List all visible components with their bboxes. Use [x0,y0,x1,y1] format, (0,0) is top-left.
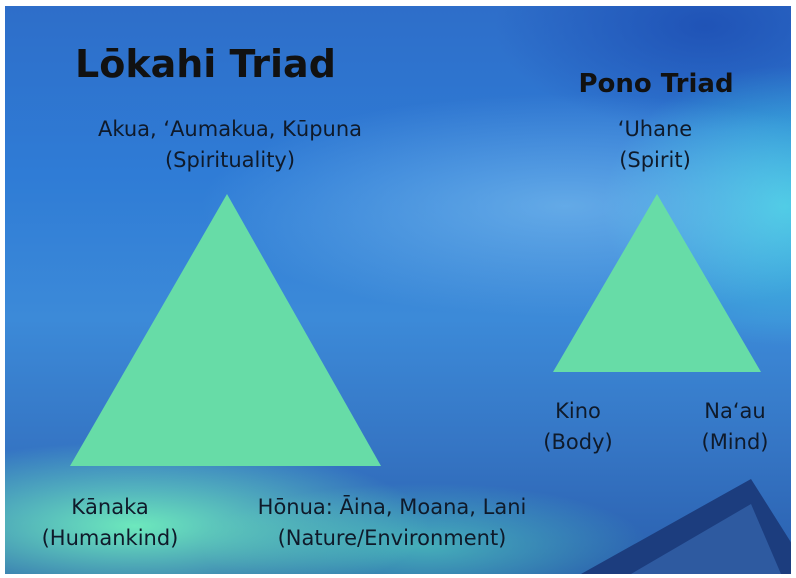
lokahi-right-line1: Hōnua: Āina, Moana, Lani [217,492,567,523]
lokahi-top-label: Akua, ‘Aumakua, Kūpuna (Spirituality) [45,114,415,176]
lokahi-left-line1: Kānaka [15,492,205,523]
pono-left-label: Kino (Body) [523,396,633,458]
pono-top-line2: (Spirit) [585,145,725,176]
lokahi-right-line2: (Nature/Environment) [217,523,567,554]
pono-top-label: ‘Uhane (Spirit) [585,114,725,176]
pono-right-line1: Na‘au [685,396,785,427]
lokahi-top-line1: Akua, ‘Aumakua, Kūpuna [45,114,415,145]
pono-triangle [553,194,761,372]
lokahi-top-line2: (Spirituality) [45,145,415,176]
lokahi-left-label: Kānaka (Humankind) [15,492,205,554]
pono-left-line2: (Body) [523,427,633,458]
pono-title: Pono Triad [561,69,751,99]
pono-left-line1: Kino [523,396,633,427]
lokahi-title: Lōkahi Triad [75,42,336,86]
pono-right-label: Na‘au (Mind) [685,396,785,458]
lokahi-right-label: Hōnua: Āina, Moana, Lani (Nature/Environ… [217,492,567,554]
lokahi-triangle [70,194,381,466]
diagram-canvas: Lōkahi Triad Akua, ‘Aumakua, Kūpuna (Spi… [5,6,791,574]
pono-right-line2: (Mind) [685,427,785,458]
pono-top-line1: ‘Uhane [585,114,725,145]
lokahi-left-line2: (Humankind) [15,523,205,554]
